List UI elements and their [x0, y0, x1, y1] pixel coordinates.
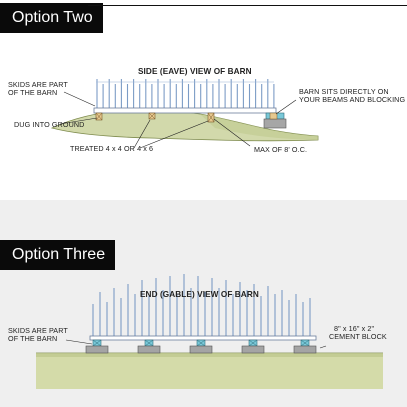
- end-gable-diagram: [36, 274, 383, 389]
- dug-label: DUG INTO GROUND: [14, 120, 85, 129]
- side-view-title: SIDE (EAVE) VIEW OF BARN: [138, 67, 252, 76]
- skid-on-block: [85, 339, 109, 354]
- block-label-line1: 8" x 16" x 2": [334, 324, 375, 333]
- skid-beam: [93, 107, 277, 114]
- leader-lines-3: [65, 339, 327, 349]
- skid-cross: [300, 339, 310, 347]
- cement-block: [293, 345, 317, 354]
- leader-lines: [59, 91, 297, 149]
- treated-post: [95, 112, 103, 121]
- skid-on-block: [241, 339, 265, 354]
- skid-cross: [248, 339, 258, 347]
- skid-cross: [144, 339, 154, 347]
- skids-label-line1: SKIDS ARE PART: [8, 80, 68, 89]
- beam-blocking: [263, 112, 287, 129]
- panel-gap: [0, 200, 407, 236]
- end-view-title: END (GABLE) VIEW OF BARN: [140, 290, 259, 299]
- cement-block: [85, 345, 109, 354]
- ground-slab: [36, 353, 383, 389]
- wall-studs: [96, 79, 275, 108]
- cement-block: [241, 345, 265, 354]
- skids-label-line2: OF THE BARN: [8, 88, 58, 97]
- treated-post: [207, 112, 215, 123]
- skids-label3-line2: OF THE BARN: [8, 334, 58, 343]
- skid-on-block: [137, 339, 161, 354]
- sits-label-line1: BARN SITS DIRECTLY ON: [299, 87, 389, 96]
- ground-shadow: [36, 353, 383, 357]
- side-eave-diagram: [50, 79, 319, 149]
- header-rule: [88, 5, 407, 6]
- skid-cross: [196, 339, 206, 347]
- option-two-tab: Option Two: [0, 3, 103, 33]
- cement-blocks: [85, 339, 317, 354]
- cement-block: [189, 345, 213, 354]
- option-three-tab: Option Three: [0, 240, 116, 270]
- option-three-panel: Option Three END (GABLE) VIEW OF BARN SK…: [0, 236, 407, 407]
- block-label-line2: CEMENT BLOCK: [329, 332, 387, 341]
- sits-label-line2: YOUR BEAMS AND BLOCKING: [299, 95, 406, 104]
- skid-on-block: [293, 339, 317, 354]
- skids-label3-line1: SKIDS ARE PART: [8, 326, 68, 335]
- skid-on-block: [189, 339, 213, 354]
- gable-wall-studs: [92, 274, 311, 336]
- skid-cross: [92, 339, 102, 347]
- option-two-panel: Option Two: [0, 0, 407, 200]
- max-spacing-label: MAX OF 8' O.C.: [254, 145, 308, 154]
- cement-block: [137, 345, 161, 354]
- treated-label: TREATED 4 x 4 OR 4 x 6: [70, 144, 154, 153]
- floor-beam: [89, 335, 317, 341]
- ground-slope-shade: [200, 114, 318, 140]
- treated-post: [148, 112, 156, 120]
